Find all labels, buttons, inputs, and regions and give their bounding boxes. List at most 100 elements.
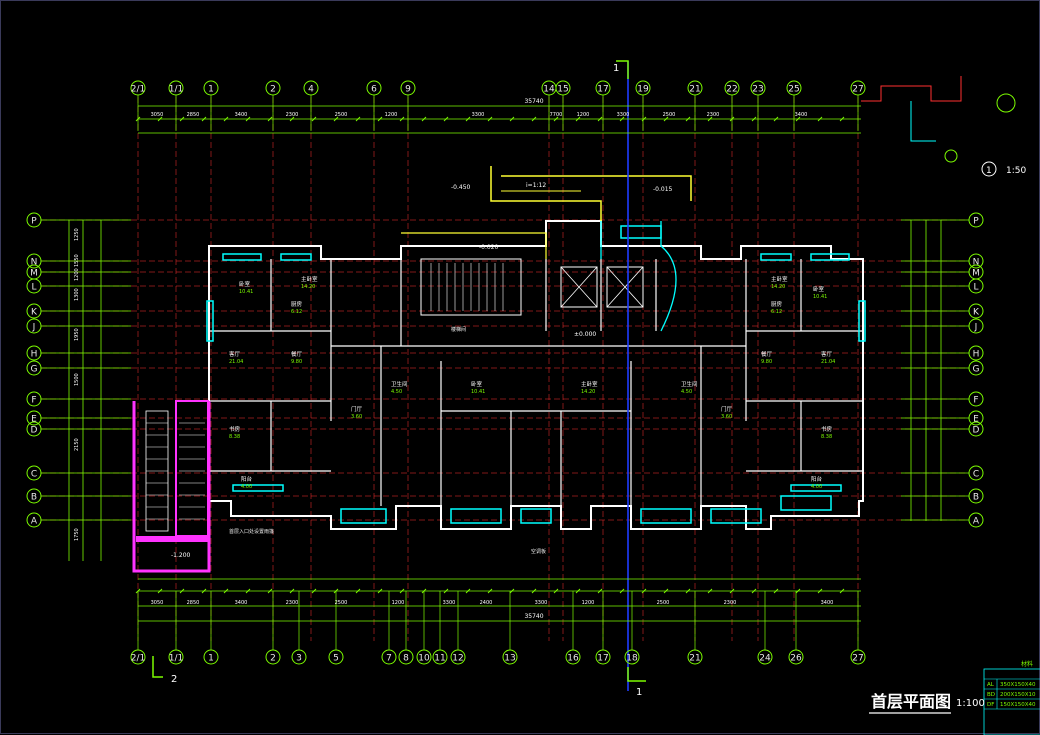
axis-bubble-bottom — [595, 649, 611, 665]
axis-bubble-right — [968, 360, 984, 376]
axis-bubble-top-label: 14 — [543, 85, 555, 95]
axis-bubble-top-label: 27 — [852, 85, 863, 95]
room-labels: 卧室10.41主卧室14.20客厅21.04餐厅9.80厨房6.12卫生间4.5… — [229, 275, 835, 490]
dim-seg-top: 2500 — [335, 112, 348, 118]
ramp-slope: i=1:12 — [526, 182, 546, 189]
axis-bubble-top-label: 1/1 — [169, 85, 183, 95]
room-area: 14.20 — [301, 284, 315, 290]
axis-bubble-bottom-label: 1 — [208, 654, 214, 664]
axis-bubble-bottom-label: 2/1 — [131, 654, 145, 664]
dim-seg-bottom: 2400 — [480, 600, 493, 606]
axis-bubble-bottom-label: 21 — [689, 654, 700, 664]
axis-bubble-right — [968, 345, 984, 361]
axis-bubble-left — [26, 421, 42, 437]
dim-seg-left: 1750 — [74, 528, 80, 541]
legend-spec: 150X150X40 — [1000, 702, 1036, 708]
room-area: 10.41 — [471, 389, 485, 395]
axis-bubble-bottom — [850, 649, 866, 665]
axis-bubble-right-label: E — [973, 415, 979, 425]
elevation-1: -0.450 — [451, 184, 471, 191]
axis-bubble-right — [968, 318, 984, 334]
axis-bubble-bottom-label: 16 — [567, 654, 579, 664]
room-area: 10.41 — [813, 294, 827, 300]
axis-bubble-top-label: 17 — [597, 85, 608, 95]
dim-seg-bottom: 2500 — [657, 600, 670, 606]
axis-bubble-left — [26, 278, 42, 294]
axis-bubble-left — [26, 410, 42, 426]
room-name: 客厅 — [229, 350, 241, 358]
axis-bubble-right-label: K — [973, 308, 980, 318]
axis-bubble-right — [968, 421, 984, 437]
dim-seg-left: 1250 — [74, 228, 80, 241]
dim-seg-bottom: 3400 — [821, 600, 834, 606]
dim-seg-bottom: 3400 — [235, 600, 248, 606]
axis-bubble-right — [968, 278, 984, 294]
walls — [208, 220, 864, 530]
note-1: 首层入口处设置雨篷 — [229, 528, 274, 535]
axis-bubble-right — [968, 253, 984, 269]
axis-bubble-top — [265, 80, 281, 96]
room-area: 4.00 — [811, 484, 822, 490]
axis-bubble-top-label: 15 — [557, 85, 568, 95]
axis-bubble-top-label: 25 — [788, 85, 799, 95]
dim-seg-top: 2300 — [707, 112, 720, 118]
dim-seg-top: 3400 — [235, 112, 248, 118]
axis-bubble-right — [968, 465, 984, 481]
axis-bubble-bottom — [381, 649, 397, 665]
room-name: 门厅 — [351, 405, 363, 413]
room-name: 主卧室 — [301, 275, 318, 283]
elevation-4: -1.200 — [171, 552, 191, 559]
dim-seg-top: 3050 — [151, 112, 164, 118]
axis-bubble-bottom-label: 27 — [852, 654, 863, 664]
axis-bubble-left-label: C — [31, 470, 37, 480]
axis-bubble-top-label: 22 — [726, 85, 737, 95]
room-area: 21.04 — [821, 359, 835, 365]
axis-bubble-left-label: F — [31, 396, 36, 406]
axis-bubble-right-label: M — [972, 269, 980, 279]
axis-bubble-top — [750, 80, 766, 96]
axis-bubble-bottom — [788, 649, 804, 665]
dim-seg-bottom: 3300 — [443, 600, 456, 606]
axis-bubble-left — [26, 345, 42, 361]
axis-bubble-right — [968, 212, 984, 228]
axis-bubble-right — [968, 391, 984, 407]
room-area: 9.80 — [761, 359, 772, 365]
axis-bubble-left-label: A — [31, 517, 38, 527]
legend-code: BD — [987, 692, 995, 698]
dim-seg-top: 2850 — [187, 112, 200, 118]
note-2: 空调板 — [531, 548, 546, 555]
axis-bubble-top-label: 2 — [270, 85, 276, 95]
room-name: 卧室 — [813, 285, 825, 293]
room-area: 9.80 — [291, 359, 302, 365]
legend-code: DF — [987, 702, 994, 708]
dim-seg-top: 1200 — [385, 112, 398, 118]
axis-bubble-bottom-label: 10 — [418, 654, 430, 664]
legend-spec: 350X150X40 — [1000, 682, 1036, 688]
dim-total-bottom: 35740 — [524, 613, 543, 620]
axis-bubble-bottom-label: 2 — [270, 654, 276, 664]
dim-seg-top: 7700 — [550, 112, 563, 118]
room-name: 阳台 — [811, 475, 823, 483]
axis-bubble-right-label: C — [973, 470, 979, 480]
axis-bubble-bottom — [565, 649, 581, 665]
room-area: 4.50 — [681, 389, 692, 395]
axis-bubble-left-label: P — [31, 217, 37, 227]
axis-bubble-top — [168, 80, 184, 96]
axis-bubble-top-label: 4 — [308, 85, 314, 95]
room-name: 餐厅 — [291, 350, 303, 358]
room-name: 主卧室 — [771, 275, 788, 283]
room-area: 6.12 — [771, 309, 782, 315]
axis-bubble-left-label: N — [31, 258, 38, 268]
room-area: 8.38 — [821, 434, 832, 440]
axis-bubble-bottom — [168, 649, 184, 665]
axis-bubble-left — [26, 360, 42, 376]
axis-bubble-right — [968, 512, 984, 528]
axis-bubble-top-label: 23 — [752, 85, 763, 95]
axis-bubble-bottom-label: 26 — [790, 654, 802, 664]
dim-seg-top: 3400 — [795, 112, 808, 118]
axis-bubble-bottom — [416, 649, 432, 665]
axis-bubble-top — [635, 80, 651, 96]
axis-bubble-left-label: K — [31, 308, 38, 318]
